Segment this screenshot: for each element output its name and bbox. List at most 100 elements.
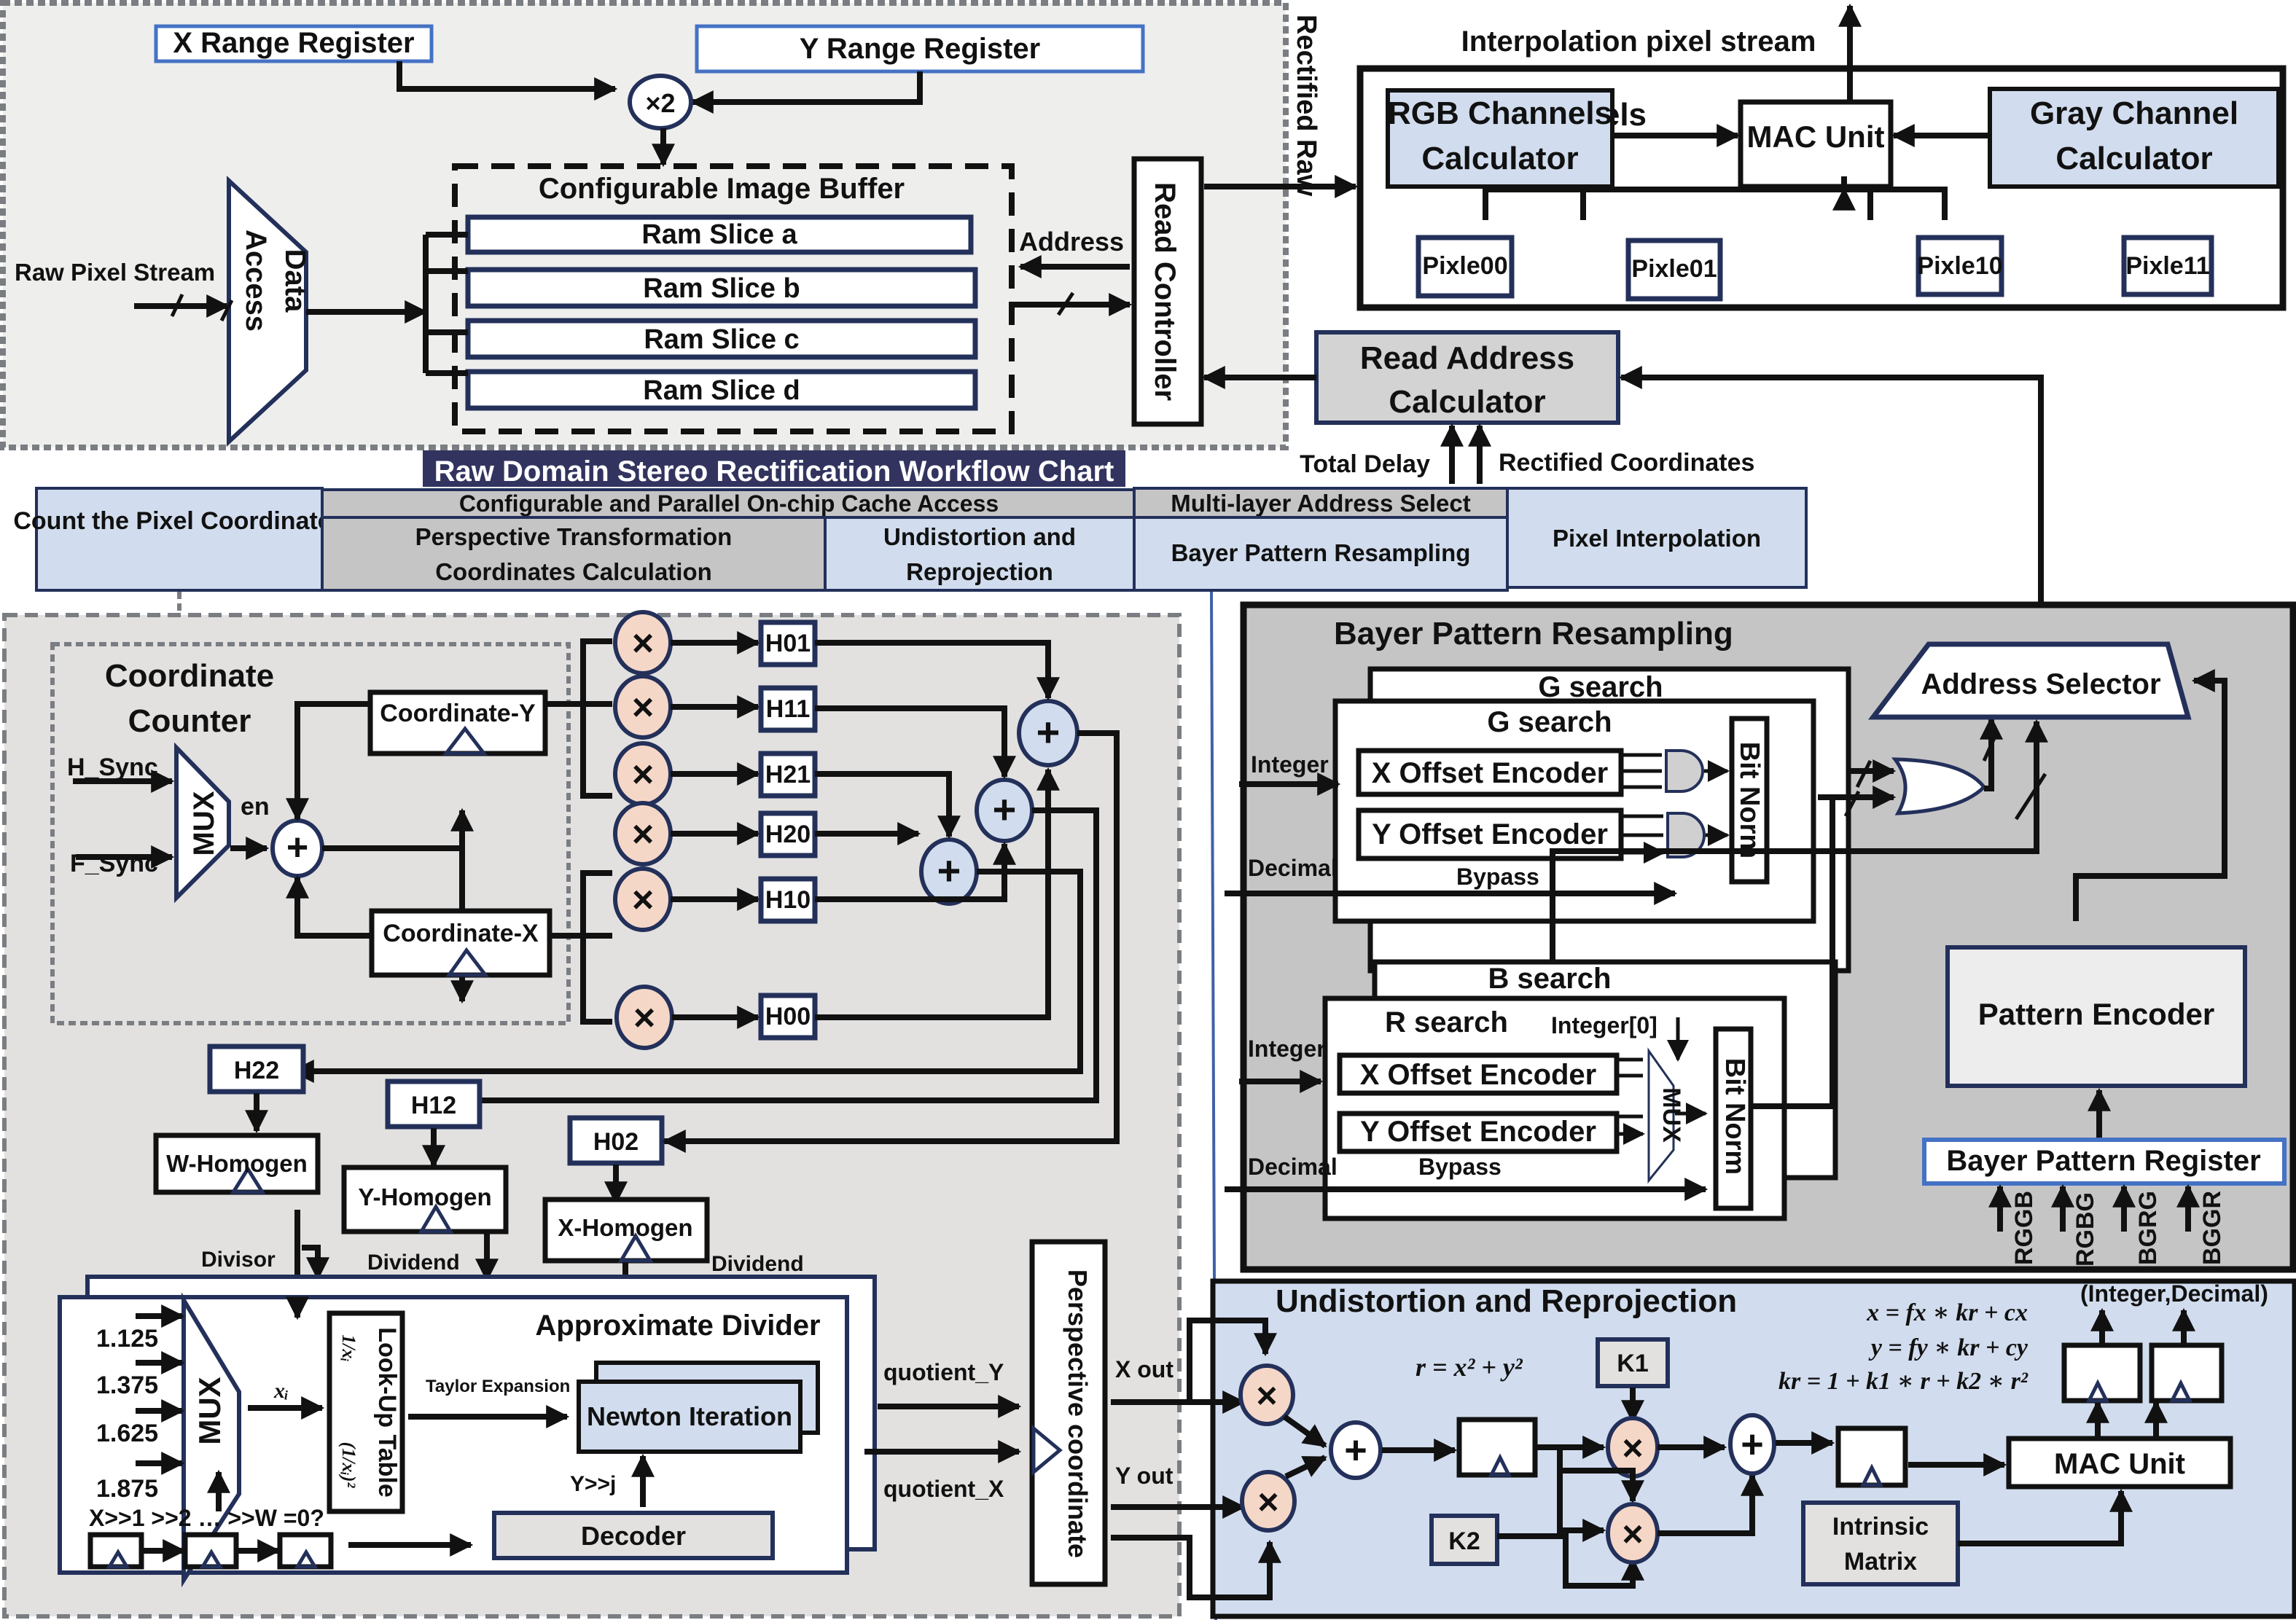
- stage-perspective-label-1: Perspective Transformation: [415, 523, 733, 550]
- stage-interpolation-label: Pixel Interpolation: [1553, 525, 1761, 552]
- coordinate-y-label: Coordinate-Y: [380, 700, 536, 727]
- stage-undistortion-label-1: Undistortion and: [883, 523, 1076, 550]
- h12-label: H12: [411, 1092, 456, 1119]
- b-search-label: B search: [1488, 963, 1612, 995]
- integer-decimal-label: (Integer,Decimal): [2080, 1280, 2268, 1307]
- ram-slice-c-label: Ram Slice c: [644, 324, 799, 355]
- cache-access-panel: X Range Register Y Range Register ×2 Con…: [0, 0, 1289, 450]
- decoder-block: Decoder: [492, 1511, 775, 1560]
- w-homogen-label: W-Homogen: [166, 1150, 308, 1177]
- g-y-offset-encoder-label: Y Offset Encoder: [1372, 818, 1608, 850]
- perspective-coordinate-label: Perspective coordinate: [1063, 1269, 1093, 1558]
- r-search-label: R search: [1385, 1006, 1508, 1038]
- h21-reg: [758, 751, 818, 799]
- times-two-multiplier: ×2: [628, 74, 693, 130]
- x-range-register-label: X Range Register: [173, 27, 414, 59]
- multiplier-h21: ×: [613, 741, 673, 807]
- mux-input-1875: 1.875: [96, 1475, 158, 1503]
- y-out-label: Y out: [1115, 1463, 1174, 1489]
- undistortion-panel: Undistortion and Reprojection × × + r = …: [1111, 1278, 2296, 1619]
- pattern-bgrg: BGRG: [2134, 1191, 2162, 1265]
- h22-reg: H22: [207, 1044, 306, 1095]
- rgb-calc-text-2: Calculator: [1421, 141, 1578, 176]
- gray-calc-label-2: Calculator: [2055, 141, 2212, 176]
- undist-mult-x: ×: [1238, 1363, 1295, 1426]
- read-controller-label: Read Controller: [1149, 182, 1181, 401]
- dividend-label-x: Dividend: [711, 1252, 804, 1276]
- coordinate-counter-box: [50, 642, 571, 1025]
- mac-unit-undist-label: MAC Unit: [2054, 1448, 2185, 1480]
- or-gate-icon: [1891, 757, 1987, 815]
- quotient-x-label: quotient_X: [883, 1476, 1004, 1502]
- shift-compare-label: X>>1 >>2 … >>W =0?: [89, 1505, 324, 1531]
- h12-reg: H12: [385, 1079, 483, 1130]
- read-address-label-1: Read Address: [1360, 340, 1574, 376]
- multiplier-h00: ×: [614, 985, 674, 1050]
- shift-registers: [87, 1532, 334, 1570]
- intrinsic-matrix-text-2: Matrix: [1844, 1548, 1917, 1576]
- address-selector-label: Address Selector: [1921, 668, 2160, 700]
- r-x-offset-encoder-label: X Offset Encoder: [1360, 1059, 1597, 1091]
- perspective-coordinate-reg: Perspective coordinate: [1029, 1239, 1108, 1587]
- pattern-bggr: BGGR: [2198, 1191, 2226, 1265]
- h21-label: H21: [765, 761, 811, 789]
- quotient-y-label: quotient_Y: [883, 1359, 1004, 1385]
- pattern-encoder: Pattern Encoder: [1945, 945, 2247, 1088]
- multiply-x-icon: ×: [1256, 1375, 1277, 1416]
- x-out-label: X out: [1115, 1356, 1174, 1382]
- ram-slice-a-label: Ram Slice a: [641, 219, 797, 250]
- multiplier-h01: ×: [613, 610, 673, 676]
- adder-3: +: [919, 837, 979, 906]
- equation-kr: kr = 1 + k1 ∗ r + k2 ∗ r²: [1778, 1368, 2028, 1395]
- h00-label: H00: [765, 1003, 811, 1030]
- stage-perspective-label-2: Coordinates Calculation: [435, 558, 712, 585]
- ram-slice-b-label: Ram Slice b: [643, 273, 800, 304]
- bayer-title: Bayer Pattern Resampling: [1334, 616, 1733, 651]
- multiplier-h11: ×: [613, 674, 673, 740]
- stage-count-pixel-label: Count the Pixel Coordinates: [13, 507, 345, 535]
- gray-calc-label-1: Gray Channel: [2030, 95, 2238, 131]
- h10-label: H10: [765, 886, 811, 914]
- divisor-label: Divisor: [201, 1248, 276, 1272]
- stage-undistortion: [824, 516, 1136, 592]
- pattern-encoder-label: Pattern Encoder: [1978, 997, 2214, 1031]
- g-bypass-label: Bypass: [1456, 864, 1539, 890]
- mac-unit-undist: MAC Unit: [2006, 1436, 2233, 1490]
- decimal-register: [2149, 1342, 2225, 1404]
- pixle01-reg: [1625, 238, 1723, 302]
- multiply-x-icon: ×: [632, 879, 654, 921]
- mux-input-1375: 1.375: [96, 1371, 158, 1399]
- rgb-calc-text-1: RGB Channels: [1388, 95, 1612, 131]
- bayer-resampling-panel: Bayer Pattern Resampling G search G sear…: [1225, 601, 2296, 1273]
- pattern-rggb: RGGB: [2010, 1191, 2038, 1265]
- g-bit-norm: [1729, 716, 1770, 885]
- ram-slices: Ram Slice a Ram Slice b Ram Slice c Ram …: [465, 214, 978, 411]
- adder-plus-icon: +: [1344, 1428, 1367, 1472]
- x-homogen-reg: X-Homogen: [542, 1197, 710, 1264]
- adder-plus-icon: +: [1741, 1423, 1764, 1466]
- multiply-x-icon: ×: [1622, 1514, 1643, 1554]
- h10-reg: [758, 876, 818, 924]
- h02-label: H02: [593, 1128, 639, 1156]
- h22-label: H22: [234, 1057, 279, 1084]
- y-range-register-label: Y Range Register: [800, 33, 1041, 65]
- r-integer-label: Integer: [1248, 1036, 1326, 1062]
- coordinate-counter-title-2: Counter: [128, 703, 251, 739]
- x-range-register: X Range Register: [154, 24, 434, 63]
- r-bit-norm-label: Bit Norm: [1719, 1058, 1750, 1175]
- multiply-x-icon: ×: [632, 813, 654, 856]
- intrinsic-matrix-text-1: Intrinsic: [1832, 1513, 1929, 1541]
- coord-mux-label: MUX: [188, 791, 220, 856]
- g-x-offset-encoder-label: X Offset Encoder: [1372, 757, 1609, 789]
- ram-slice-c: [465, 318, 978, 360]
- y-homogen-reg: Y-Homogen: [341, 1165, 509, 1234]
- y-shift-label: Y>>j: [570, 1472, 616, 1496]
- ram-slice-b: [465, 267, 978, 309]
- address-selector: Address Selector: [1867, 641, 2192, 720]
- times-two-label: ×2: [645, 88, 675, 118]
- sum-adders: + + +: [919, 699, 1079, 906]
- dividend-label-y: Dividend: [367, 1251, 460, 1275]
- k1-label: K1: [1617, 1350, 1648, 1377]
- r-bypass-label: Bypass: [1418, 1154, 1502, 1180]
- divider-mux: MUX: [181, 1292, 241, 1588]
